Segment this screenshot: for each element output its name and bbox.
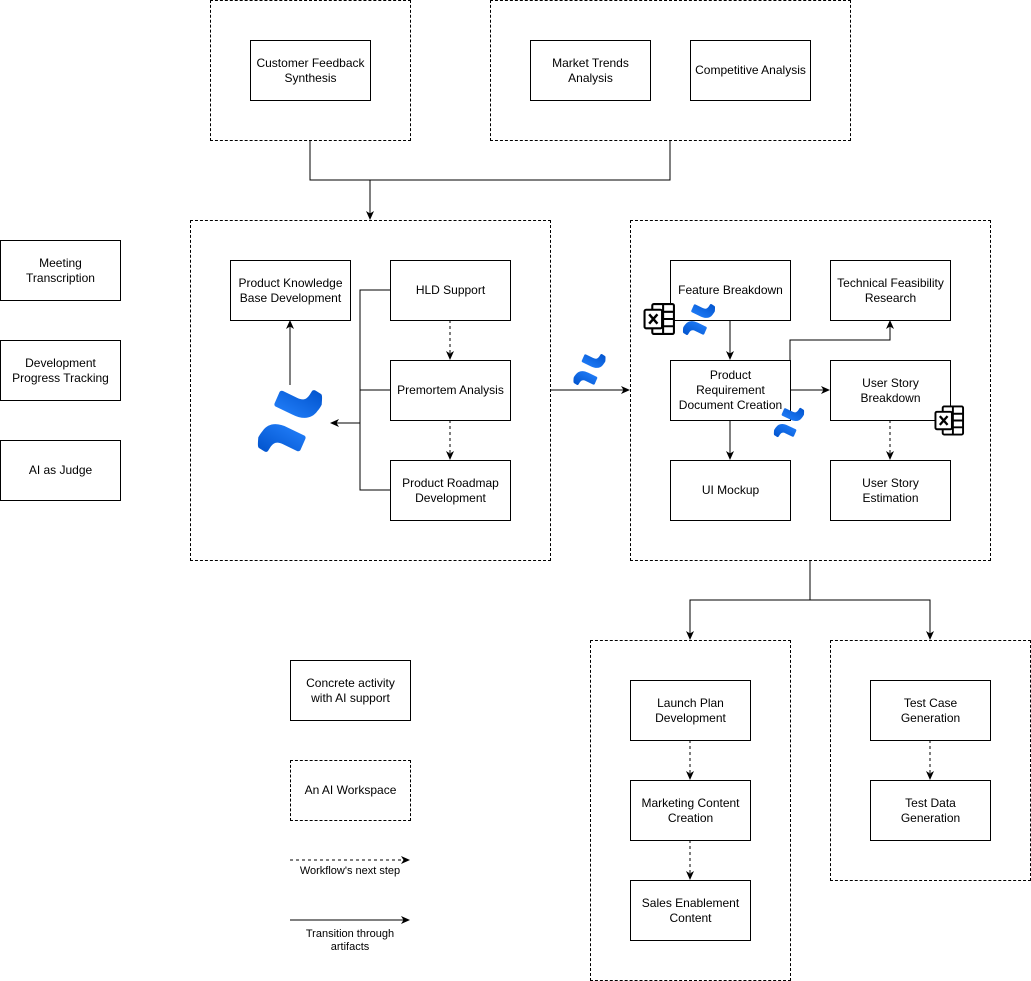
legend-transition-label: Transition through artifacts (305, 928, 395, 953)
connector-market-merge (370, 140, 671, 181)
product-roadmap-box[interactable]: Product Roadmap Development (390, 460, 511, 521)
ai-as-judge-box[interactable]: AI as Judge (0, 440, 121, 501)
legend-activity-box: Concrete activity with AI support (290, 660, 411, 721)
legend-workspace-box: An AI Workspace (290, 760, 411, 821)
workspace-market (490, 0, 851, 141)
sales-enablement-box[interactable]: Sales Enablement Content (630, 880, 751, 941)
ui-mockup-box[interactable]: UI Mockup (670, 460, 791, 521)
workspace-feedback (210, 0, 411, 141)
technical-feasibility-box[interactable]: Technical Feasibility Research (830, 260, 951, 321)
meeting-transcription-box[interactable]: Meeting Transcription (0, 240, 121, 301)
feature-breakdown-box[interactable]: Feature Breakdown (670, 260, 791, 321)
marketing-content-box[interactable]: Marketing Content Creation (630, 780, 751, 841)
hld-support-box[interactable]: HLD Support (390, 260, 511, 321)
excel-icon (934, 405, 965, 436)
user-story-breakdown-box[interactable]: User Story Breakdown (830, 360, 951, 421)
confluence-icon (773, 407, 805, 438)
market-trends-analysis-box[interactable]: Market Trends Analysis (530, 40, 651, 101)
connector-feedback-to-product (309, 140, 374, 220)
premortem-analysis-box[interactable]: Premortem Analysis (390, 360, 511, 421)
competitive-analysis-box[interactable]: Competitive Analysis (690, 40, 811, 101)
launch-plan-box[interactable]: Launch Plan Development (630, 680, 751, 741)
confluence-icon (682, 304, 716, 335)
excel-icon (643, 303, 675, 335)
test-data-generation-box[interactable]: Test Data Generation (870, 780, 991, 841)
workspace-testing (830, 640, 1031, 881)
workspace-product (190, 220, 551, 561)
connector-prd-to-feasibility (789, 320, 894, 360)
development-progress-tracking-box[interactable]: Development Progress Tracking (0, 340, 121, 401)
workspace-requirements (630, 220, 991, 561)
connector-requirements-split (686, 560, 811, 640)
test-case-generation-box[interactable]: Test Case Generation (870, 680, 991, 741)
user-story-estimation-box[interactable]: User Story Estimation (830, 460, 951, 521)
connector-split-to-testing (810, 599, 934, 640)
customer-feedback-synthesis-box[interactable]: Customer Feedback Synthesis (250, 40, 371, 101)
confluence-icon (257, 390, 323, 452)
prd-creation-box[interactable]: Product Requirement Document Creation (670, 360, 791, 421)
product-knowledge-base-box[interactable]: Product Knowledge Base Development (230, 260, 351, 321)
legend-next-step-label: Workflow's next step (299, 865, 401, 877)
confluence-icon (573, 354, 606, 385)
